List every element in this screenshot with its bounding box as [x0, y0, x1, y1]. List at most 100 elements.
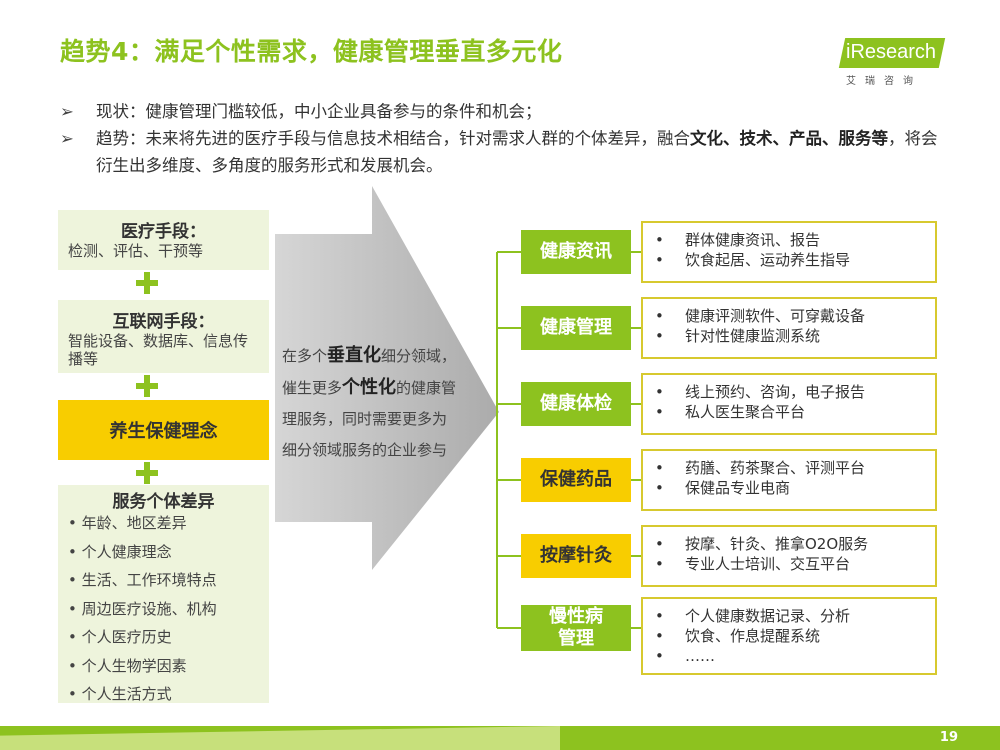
bullet-dot-icon: •: [655, 479, 664, 497]
bullet-dot-icon: •: [655, 231, 664, 249]
difference-item: • 个人生物学因素: [68, 656, 187, 675]
difference-item: • 年龄、地区差异: [68, 514, 187, 532]
category-detail-box: • 群体健康资讯、报告 • 饮食起居、运动养生指导: [641, 221, 937, 283]
bullet-dot-icon: •: [655, 403, 664, 421]
category-detail-item: • 饮食起居、运动养生指导: [655, 250, 935, 270]
medical-means-subtitle: 检测、评估、干预等: [68, 242, 204, 260]
page-number: 19: [939, 730, 958, 745]
difference-item: • 周边医疗设施、机构: [68, 599, 217, 618]
category-detail-box: • 药膳、药茶聚合、评测平台 • 保健品专业电商: [641, 449, 937, 511]
iresearch-logo: iResearch 艾瑞咨询: [838, 38, 948, 90]
arrow-text-segment: 个性化: [342, 377, 397, 398]
category-detail-box: • 按摩、针灸、推拿O2O服务 • 专业人士培训、交互平台: [641, 525, 937, 587]
bullet-text-segment: 现状：健康管理门槛较低，中小企业具备参与的条件和机会；: [96, 102, 542, 121]
bullet-arrow-icon: ➢: [60, 102, 74, 121]
internet-means-box: 互联网手段： 智能设备、数据库、信息传播等: [58, 300, 269, 373]
bullet-dot-icon: •: [655, 383, 664, 401]
category-label: 保健药品: [521, 458, 631, 502]
bullet-text: 现状：健康管理门槛较低，中小企业具备参与的条件和机会；: [96, 98, 542, 125]
bullet-arrow-icon: ➢: [60, 129, 74, 148]
internet-means-subtitle: 智能设备、数据库、信息传播等: [68, 332, 249, 368]
category-detail-item: • 群体健康资讯、报告: [655, 230, 935, 250]
plus-icon: [136, 272, 158, 294]
category-label: 健康资讯: [521, 230, 631, 274]
arrow-text: 在多个垂直化细分领域，催生更多个性化的健康管理服务，同时需要更多为细分领域服务的…: [282, 340, 457, 466]
medical-means-box: 医疗手段： 检测、评估、干预等: [58, 210, 269, 270]
arrow-text-segment: 细分领域，催生更多: [282, 347, 457, 397]
category-detail-item: • 健康评测软件、可穿戴设备: [655, 306, 935, 326]
category-detail-item: • ……: [655, 646, 935, 666]
difference-item: • 个人生活方式: [68, 685, 172, 703]
intro-bullet: ➢ 现状：健康管理门槛较低，中小企业具备参与的条件和机会；: [60, 98, 950, 125]
category-detail-text: 针对性健康监测系统: [685, 327, 821, 345]
category-detail-text: 线上预约、咨询，电子报告: [685, 383, 866, 401]
category-detail-text: 私人医生聚合平台: [685, 403, 806, 421]
category-detail-list: • 药膳、药茶聚合、评测平台 • 保健品专业电商: [655, 458, 935, 498]
category-detail-text: 专业人士培训、交互平台: [685, 555, 851, 573]
category-detail-text: 健康评测软件、可穿戴设备: [685, 307, 866, 325]
footer-accent: [0, 726, 560, 750]
arrow-text-segment: 的健康管理服务，同时需要更多为细分领域服务的企业参与: [282, 379, 457, 459]
bullet-text-segment: 文化、技术、产品、服务等: [690, 129, 888, 148]
bullet-text: 趋势：未来将先进的医疗手段与信息技术相结合，针对需求人群的个体差异，融合文化、技…: [96, 125, 950, 179]
category-detail-item: • 专业人士培训、交互平台: [655, 554, 935, 574]
bullet-dot-icon: •: [655, 647, 664, 665]
bullet-text-segment: 趋势：未来将先进的医疗手段与信息技术相结合，针对需求人群的个体差异，融合: [96, 129, 690, 148]
category-detail-box: • 线上预约、咨询，电子报告 • 私人医生聚合平台: [641, 373, 937, 435]
logo-text: iResearch: [846, 41, 937, 63]
category-detail-item: • 私人医生聚合平台: [655, 402, 935, 422]
logo-subtitle: 艾瑞咨询: [846, 76, 922, 87]
difference-item: • 生活、工作环境特点: [68, 571, 217, 589]
arrow-text-segment: 垂直化: [327, 345, 382, 366]
category-detail-item: • 保健品专业电商: [655, 478, 935, 498]
category-detail-text: 饮食起居、运动养生指导: [685, 251, 851, 269]
bullet-dot-icon: •: [655, 251, 664, 269]
arrow-text-segment: 在多个: [282, 347, 328, 365]
category-detail-text: 个人健康数据记录、分析: [685, 607, 851, 625]
bullet-dot-icon: •: [655, 555, 664, 573]
category-detail-list: • 线上预约、咨询，电子报告 • 私人医生聚合平台: [655, 382, 935, 422]
category-detail-list: • 个人健康数据记录、分析 • 饮食、作息提醒系统 • ……: [655, 606, 935, 666]
big-arrow: [275, 186, 499, 570]
category-detail-item: • 线上预约、咨询，电子报告: [655, 382, 935, 402]
category-detail-list: • 健康评测软件、可穿戴设备 • 针对性健康监测系统: [655, 306, 935, 346]
bullet-dot-icon: •: [655, 535, 664, 553]
category-detail-text: 饮食、作息提醒系统: [685, 627, 821, 645]
category-detail-text: 群体健康资讯、报告: [685, 231, 821, 249]
bullet-dot-icon: •: [655, 459, 664, 477]
category-label: 健康体检: [521, 382, 631, 426]
bullet-dot-icon: •: [655, 327, 664, 345]
individual-difference-box: 服务个体差异 • 年龄、地区差异• 个人健康理念• 生活、工作环境特点• 周边医…: [58, 485, 269, 703]
category-label: 慢性病管理: [521, 605, 631, 651]
bullet-dot-icon: •: [655, 607, 664, 625]
difference-item: • 个人医疗历史: [68, 628, 172, 646]
category-detail-list: • 群体健康资讯、报告 • 饮食起居、运动养生指导: [655, 230, 935, 270]
plus-icon: [136, 375, 158, 397]
footer-bar: 19: [0, 726, 1000, 750]
category-detail-text: 药膳、药茶聚合、评测平台: [685, 459, 866, 477]
category-detail-text: ……: [685, 647, 715, 665]
category-detail-box: • 个人健康数据记录、分析 • 饮食、作息提醒系统 • ……: [641, 597, 937, 675]
category-detail-item: • 按摩、针灸、推拿O2O服务: [655, 534, 935, 554]
page-title: 趋势4：满足个性需求，健康管理垂直多元化: [60, 37, 563, 66]
category-label: 按摩针灸: [521, 534, 631, 578]
category-detail-item: • 饮食、作息提醒系统: [655, 626, 935, 646]
category-detail-text: 保健品专业电商: [685, 479, 791, 497]
bullet-dot-icon: •: [655, 307, 664, 325]
category-label: 健康管理: [521, 306, 631, 350]
category-detail-text: 按摩、针灸、推拿O2O服务: [685, 535, 869, 553]
bullet-dot-icon: •: [655, 627, 664, 645]
plus-icon: [136, 462, 158, 484]
bullet-text-segment: ，将会衍生出多维度、多角度的服务形式和发展机会。: [96, 129, 938, 175]
intro-bullet: ➢ 趋势：未来将先进的医疗手段与信息技术相结合，针对需求人群的个体差异，融合文化、…: [60, 125, 950, 179]
category-detail-item: • 药膳、药茶聚合、评测平台: [655, 458, 935, 478]
intro-bullets: ➢ 现状：健康管理门槛较低，中小企业具备参与的条件和机会； ➢ 趋势：未来将先进的医疗…: [60, 98, 950, 179]
individual-difference-title: 服务个体差异: [112, 492, 215, 512]
category-detail-list: • 按摩、针灸、推拿O2O服务 • 专业人士培训、交互平台: [655, 534, 935, 574]
medical-means-title: 医疗手段：: [121, 222, 206, 242]
internet-means-title: 互联网手段：: [112, 312, 215, 332]
category-detail-box: • 健康评测软件、可穿戴设备 • 针对性健康监测系统: [641, 297, 937, 359]
category-detail-item: • 个人健康数据记录、分析: [655, 606, 935, 626]
category-detail-item: • 针对性健康监测系统: [655, 326, 935, 346]
wellness-concept-box: 养生保健理念: [58, 400, 269, 460]
